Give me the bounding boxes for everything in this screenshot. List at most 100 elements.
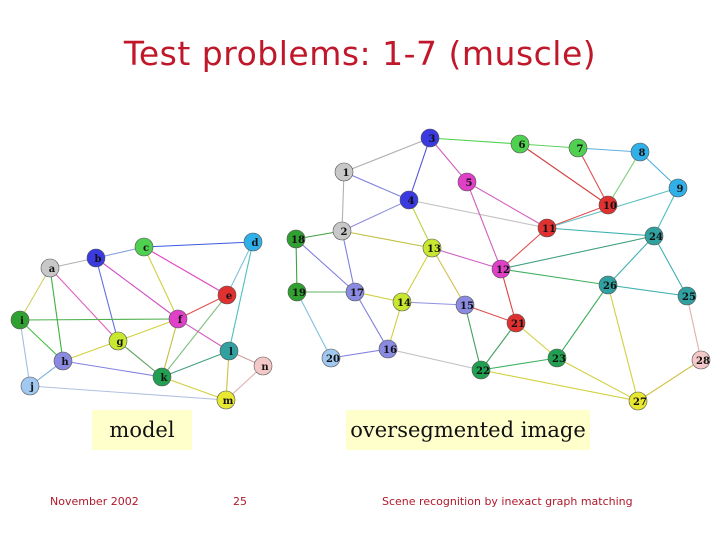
- model-node-label: m: [223, 396, 234, 407]
- image-node-label: 25: [682, 292, 696, 303]
- image-edge-7-8: [577, 147, 641, 153]
- model-edge-c-f: [143, 246, 179, 320]
- model-node-label: g: [117, 337, 124, 348]
- image-edge-12-13: [431, 247, 502, 270]
- image-edge-26-27: [607, 284, 639, 402]
- model-edge-k-l: [161, 350, 230, 378]
- image-node-label: 1: [343, 168, 350, 179]
- image-node-label: 23: [552, 354, 566, 365]
- model-edge-c-e: [143, 246, 228, 296]
- image-edge-3-4: [408, 137, 431, 201]
- image-edge-17-16: [354, 291, 389, 350]
- image-edge-3-5: [429, 137, 468, 183]
- image-node-label: 9: [677, 184, 684, 195]
- image-node-label: 3: [429, 134, 436, 145]
- image-edge-15-14: [401, 301, 466, 306]
- image-edge-6-7: [519, 143, 579, 149]
- model-node-label: e: [226, 291, 232, 302]
- image-node-17: 17: [345, 282, 365, 302]
- model-graph-edges: [19, 241, 264, 401]
- image-edge-22-23: [480, 357, 558, 371]
- image-edge-2-17: [341, 230, 356, 293]
- image-node-label: 21: [511, 319, 525, 330]
- image-edge-26-25: [607, 284, 688, 297]
- model-edge-j-m: [29, 385, 227, 401]
- model-node-c: c: [134, 237, 154, 257]
- image-node-24: 24: [644, 226, 664, 246]
- model-node-g: g: [108, 331, 128, 351]
- image-edge-28-27: [637, 359, 702, 402]
- image-node-label: 20: [326, 354, 340, 365]
- image-edge-6-10: [519, 143, 609, 206]
- image-node-11: 11: [537, 218, 557, 238]
- image-node-label: 10: [603, 201, 617, 212]
- image-node-label: 11: [542, 224, 556, 235]
- image-node-7: 7: [568, 138, 588, 158]
- image-node-21: 21: [506, 313, 526, 333]
- image-node-6: 6: [510, 134, 530, 154]
- model-edge-a-g: [49, 267, 119, 342]
- image-node-4: 4: [399, 190, 419, 210]
- model-edge-a-i: [19, 267, 51, 321]
- image-edge-1-3: [343, 137, 431, 173]
- model-node-b: b: [86, 248, 106, 268]
- image-node-27: 27: [628, 391, 648, 411]
- image-edge-2-13: [341, 230, 433, 249]
- image-edge-24-25: [653, 235, 688, 297]
- model-node-k: k: [152, 367, 172, 387]
- model-edge-b-f: [95, 257, 179, 320]
- image-edge-16-22: [387, 348, 482, 371]
- image-node-13: 13: [422, 238, 442, 258]
- model-node-m: m: [216, 390, 236, 410]
- model-label: model: [92, 410, 192, 450]
- model-node-e: e: [217, 285, 237, 305]
- image-node-8: 8: [630, 142, 650, 162]
- model-node-j: j: [20, 376, 40, 396]
- image-edge-18-17: [295, 238, 356, 293]
- model-node-label: f: [178, 315, 183, 326]
- image-edge-2-4: [341, 199, 410, 232]
- image-edge-5-11: [466, 181, 548, 229]
- image-edge-7-10: [577, 147, 609, 206]
- image-edge-4-11: [408, 199, 548, 229]
- model-node-label: b: [95, 254, 102, 265]
- model-node-label: k: [161, 373, 169, 384]
- model-node-label: c: [143, 243, 149, 254]
- image-node-1: 1: [334, 162, 354, 182]
- footer-date: November 2002: [50, 495, 139, 508]
- image-node-10: 10: [598, 195, 618, 215]
- image-node-26: 26: [598, 275, 618, 295]
- model-node-a: a: [40, 258, 60, 278]
- model-edge-i-h: [19, 319, 64, 362]
- model-edge-g-k: [117, 340, 163, 378]
- image-node-label: 19: [292, 288, 306, 299]
- image-node-label: 12: [496, 265, 510, 276]
- model-edge-k-m: [161, 376, 227, 401]
- image-node-3: 3: [420, 128, 440, 148]
- image-node-9: 9: [668, 178, 688, 198]
- image-node-label: 26: [603, 281, 617, 292]
- model-edge-f-g: [117, 318, 179, 342]
- image-node-label: 17: [350, 288, 364, 299]
- model-edge-f-l: [177, 318, 230, 352]
- image-node-label: 5: [466, 178, 473, 189]
- model-edge-e-k: [161, 294, 228, 378]
- image-node-22: 22: [471, 360, 491, 380]
- image-node-label: 27: [633, 397, 647, 408]
- image-node-label: 8: [639, 148, 646, 159]
- image-edge-20-16: [330, 348, 389, 359]
- image-node-label: 6: [519, 140, 526, 151]
- image-node-label: 15: [460, 301, 474, 312]
- model-node-d: d: [243, 232, 263, 252]
- image-edge-24-12: [500, 235, 655, 270]
- image-edge-12-26: [500, 268, 609, 286]
- image-node-label: 16: [383, 345, 397, 356]
- model-edge-d-e: [226, 241, 254, 296]
- image-node-label: 22: [476, 366, 490, 377]
- image-edge-25-28: [686, 295, 702, 361]
- model-edge-a-h: [49, 267, 64, 362]
- model-node-label: l: [229, 347, 233, 358]
